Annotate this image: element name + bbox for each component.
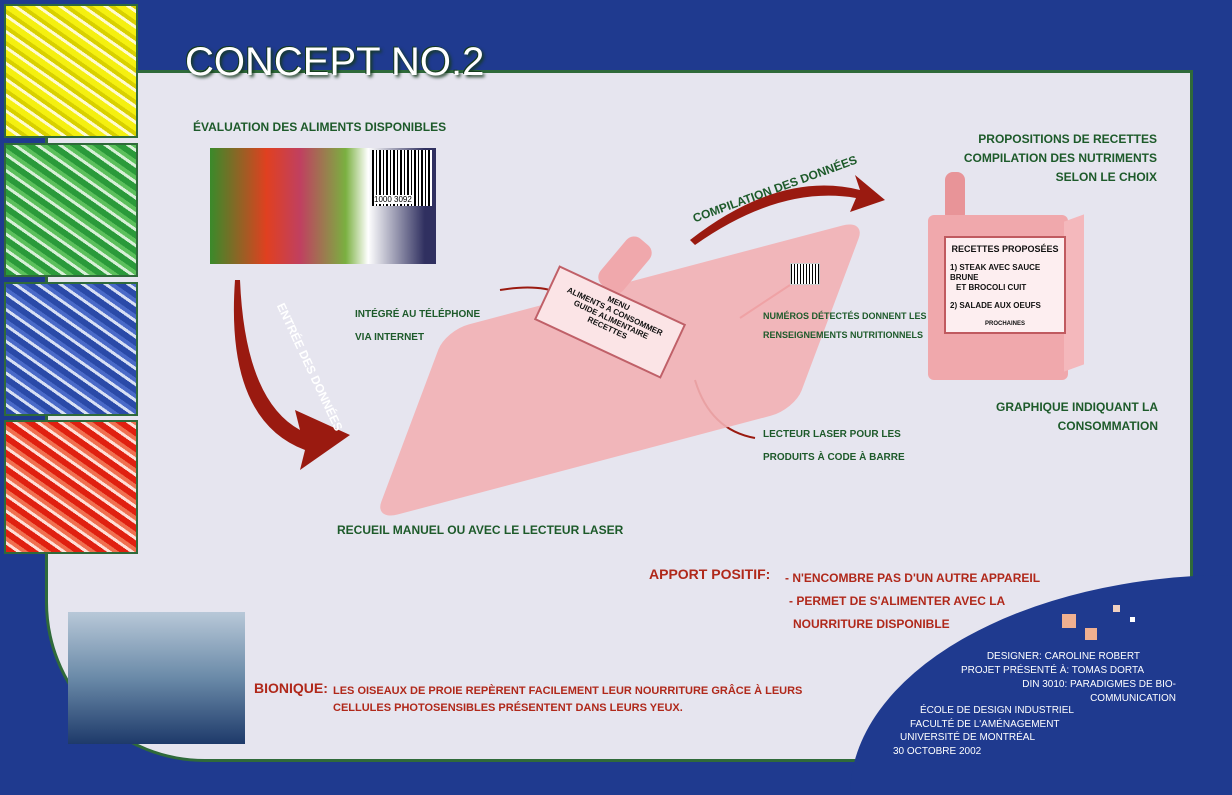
recipe-item: 2) SALADE AUX OEUFS <box>950 301 1041 311</box>
bionique-label: BIONIQUE: <box>254 680 328 696</box>
text-line: VIA INTERNET <box>355 332 425 343</box>
credits: DESIGNER: CAROLINE ROBERT PROJET PRÉSENT… <box>950 650 1176 706</box>
second-phone-side <box>1064 214 1084 372</box>
text-line: FACULTÉ DE L'AMÉNAGEMENT <box>910 718 1060 730</box>
apport-lines: - N'ENCOMBRE PAS D'UN AUTRE APPAREIL - P… <box>785 567 1040 636</box>
numbers-detected-label: NUMÉROS DÉTECTÉS DONNENT LES RENSEIGNEME… <box>763 307 927 345</box>
screen-title: RECETTES PROPOSÉES <box>951 244 1059 254</box>
text-line: NOURRITURE DISPONIBLE <box>793 617 950 631</box>
recipe-item: 1) STEAK AVEC SAUCE BRUNE <box>950 263 1041 283</box>
text-line: ÉCOLE DE DESIGN INDUSTRIEL <box>920 705 1074 716</box>
decor-square <box>1085 628 1097 640</box>
yellow-swatch <box>4 4 138 138</box>
manual-label: RECUEIL MANUEL OU AVEC LE LECTEUR LASER <box>337 523 624 537</box>
food-heading: ÉVALUATION DES ALIMENTS DISPONIBLES <box>193 120 447 134</box>
text-line: PRODUITS À CODE À BARRE <box>763 452 905 463</box>
text-line: CONSOMMATION <box>1057 419 1158 433</box>
text-line: - N'ENCOMBRE PAS D'UN AUTRE APPAREIL <box>785 571 1041 585</box>
small-barcode <box>790 263 820 285</box>
decor-square <box>1062 614 1076 628</box>
text-line: RENSEIGNEMENTS NUTRITIONNELS <box>763 330 924 340</box>
laser-label: LECTEUR LASER POUR LES PRODUITS À CODE À… <box>763 423 905 469</box>
integrated-label: INTÉGRÉ AU TÉLÉPHONE VIA INTERNET <box>355 303 480 349</box>
page-title: CONCEPT NO.2 <box>185 40 485 84</box>
text-line: SELON LE CHOIX <box>1055 170 1157 184</box>
text-line: INTÉGRÉ AU TÉLÉPHONE <box>355 309 481 320</box>
red-swatch <box>4 420 138 554</box>
text-line: PROJET PRÉSENTÉ À: TOMAS DORTA <box>960 665 1144 676</box>
blue-swatch <box>4 282 138 416</box>
text-line: 30 OCTOBRE 2002 <box>893 745 982 757</box>
green-swatch <box>4 143 138 277</box>
recipe-item-cont: ET BROCOLI CUIT <box>956 283 1027 293</box>
next-button: PROCHAINES <box>984 321 1025 328</box>
apport-label: APPORT POSITIF: <box>649 566 771 582</box>
text-line: NUMÉROS DÉTECTÉS DONNENT LES <box>763 311 927 321</box>
eagle-photo <box>68 612 245 744</box>
text-line: PROPOSITIONS DE RECETTES <box>978 132 1157 146</box>
text-line: - PERMET DE S'ALIMENTER AVEC LA <box>789 594 1006 608</box>
second-phone-antenna <box>945 172 965 222</box>
text-line: DESIGNER: CAROLINE ROBERT <box>986 651 1140 662</box>
text-line: CELLULES PHOTOSENSIBLES PRÉSENTENT DANS … <box>333 702 683 714</box>
text-line: UNIVERSITÉ DE MONTRÉAL <box>900 732 1036 743</box>
propositions-label: PROPOSITIONS DE RECETTES COMPILATION DES… <box>964 130 1157 187</box>
barcode-number: 1000 3092 <box>374 195 412 204</box>
recipes-screen: RECETTES PROPOSÉES 1) STEAK AVEC SAUCE B… <box>944 236 1066 334</box>
text-line: COMPILATION DES NUTRIMENTS <box>963 151 1157 165</box>
text-line: LES OISEAUX DE PROIE REPÈRENT FACILEMENT… <box>333 685 803 697</box>
school-info: ÉCOLE DE DESIGN INDUSTRIEL FACULTÉ DE L'… <box>893 704 1074 758</box>
decor-square <box>1113 605 1120 612</box>
decor-square <box>1130 617 1135 622</box>
graph-label: GRAPHIQUE INDIQUANT LA CONSOMMATION <box>996 398 1158 436</box>
text-line: LECTEUR LASER POUR LES <box>763 429 901 440</box>
entry-arrow <box>233 280 350 470</box>
bionique-lines: LES OISEAUX DE PROIE REPÈRENT FACILEMENT… <box>333 683 802 717</box>
compilation-arrow <box>690 175 885 245</box>
text-line: DIN 3010: PARADIGMES DE BIO-COMMUNICATIO… <box>1022 679 1176 704</box>
text-line: GRAPHIQUE INDIQUANT LA <box>996 400 1158 414</box>
